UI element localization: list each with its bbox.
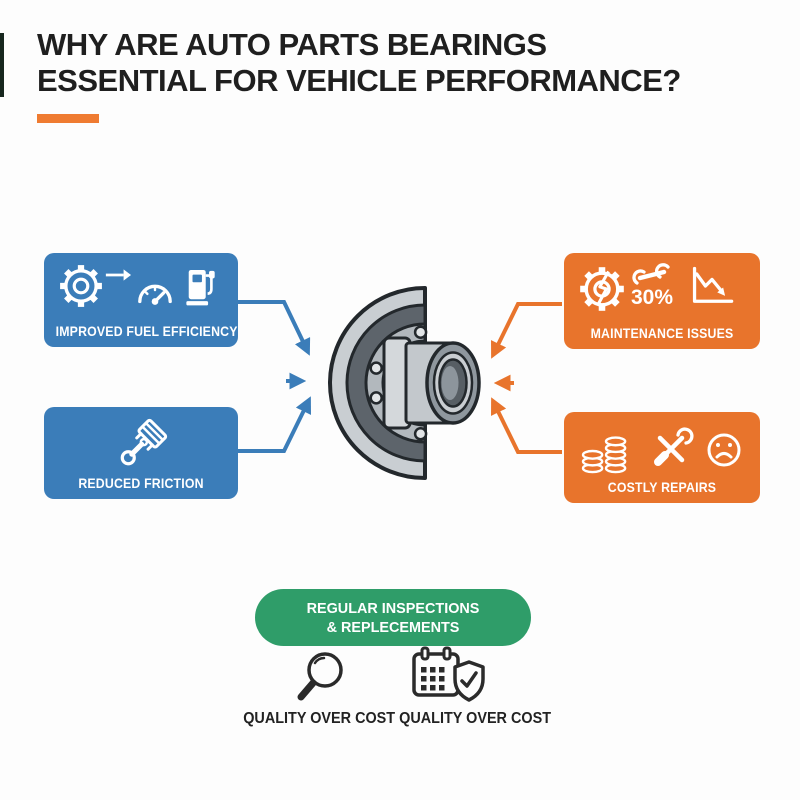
- gear-icon: [60, 265, 102, 307]
- maintenance-stat: 30%: [630, 286, 674, 309]
- quality-caption: QUALITY OVER COST QUALITY OVER COST: [243, 710, 552, 727]
- pill-line-1: REGULAR INSPECTIONS: [306, 600, 480, 617]
- recommendation-pill: REGULAR INSPECTIONS & REPLECEMENTS: [255, 589, 531, 646]
- benefit-card-reduced-friction: REDUCED FRICTION: [44, 407, 238, 499]
- speedometer-icon: [138, 284, 172, 305]
- fuel-pump-icon: [186, 269, 215, 306]
- drawback-card-label: COSTLY REPAIRS: [607, 479, 717, 495]
- coin-stacks-icon: [581, 436, 627, 474]
- blue-arrows: [238, 300, 311, 453]
- drawback-card-label: MAINTENANCE ISSUES: [590, 325, 734, 341]
- wheel-bearing-illustration: [328, 286, 481, 480]
- benefit-card-label: IMPROVED FUEL EFFICIENCY: [55, 323, 238, 339]
- crossed-tools-icon: [654, 427, 694, 466]
- piston-icon: [120, 418, 168, 466]
- arrow-right-icon: [105, 269, 132, 281]
- declining-chart-icon: [692, 266, 734, 303]
- pill-line-2: & REPLECEMENTS: [326, 619, 460, 636]
- broken-gear-icon: [580, 267, 624, 311]
- benefit-card-fuel-efficiency: IMPROVED FUEL EFFICIENCY: [44, 253, 238, 347]
- title-line-2: ESSENTIAL FOR VEHICLE PERFORMANCE?: [37, 63, 681, 98]
- sad-face-icon: [707, 433, 741, 467]
- page-title: WHY ARE AUTO PARTS BEARINGS ESSENTIAL FO…: [37, 27, 697, 99]
- drawback-card-maintenance: 30% MAINTENANCE ISSUES: [564, 253, 760, 349]
- drawback-card-costly-repairs: COSTLY REPAIRS: [564, 412, 760, 503]
- title-accent-bar: [37, 114, 99, 123]
- calendar-shield-check-icon: [412, 646, 485, 702]
- edge-artifact: [0, 33, 4, 97]
- magnifier-icon: [297, 652, 343, 701]
- benefit-card-label: REDUCED FRICTION: [78, 475, 204, 491]
- wrench-icon: [632, 263, 670, 285]
- title-line-1: WHY ARE AUTO PARTS BEARINGS: [37, 27, 547, 62]
